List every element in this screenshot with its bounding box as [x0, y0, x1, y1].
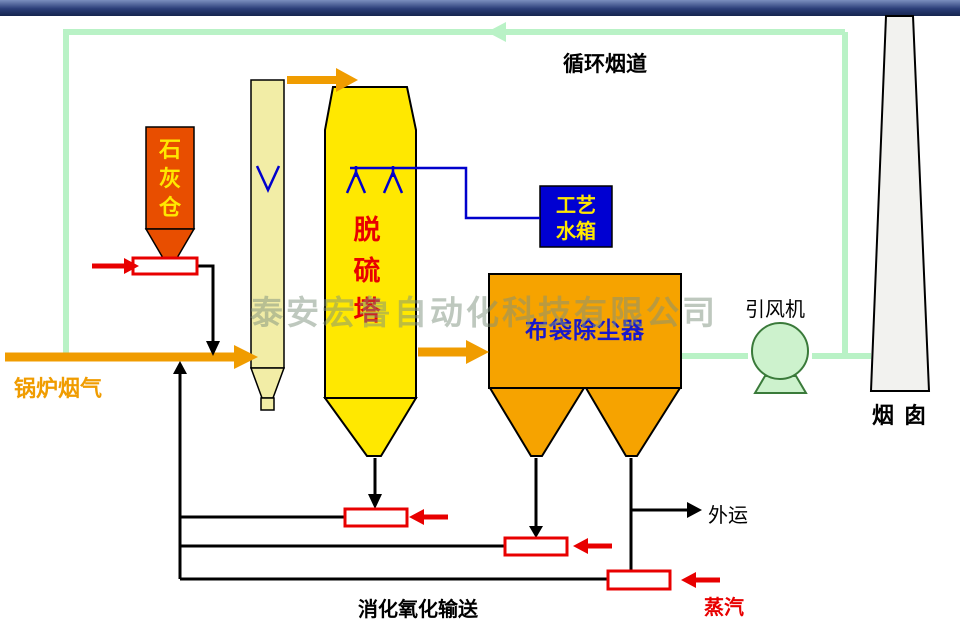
- silo-feeder-line: [197, 264, 215, 341]
- outbound-label: 外运: [708, 505, 748, 527]
- chimney-shape: [869, 15, 931, 392]
- tower-to-collector-arrow-icon: [466, 340, 489, 364]
- fan-circle: [751, 322, 809, 380]
- hopper1-drain-arrow-icon: [529, 526, 543, 538]
- tower-label: 脱硫塔: [353, 215, 381, 326]
- feeder-boxes: [131, 256, 672, 591]
- chimney-label: 烟 囱: [872, 403, 929, 428]
- red-arrows: [92, 258, 720, 588]
- hopper2-feeder-box: [606, 569, 672, 591]
- lime-silo-label: 石灰仓: [158, 137, 181, 221]
- steam-label: 蒸汽: [704, 597, 744, 619]
- feed1-arrow-icon: [409, 509, 424, 525]
- outbound-arrow-icon: [687, 502, 702, 518]
- riser-column-body: [250, 79, 285, 369]
- riser-column-funnel: [249, 367, 286, 399]
- circulating-flue-duct-lines: [63, 29, 871, 359]
- riser-column: [249, 79, 286, 411]
- top-title-bar: [0, 0, 960, 16]
- water-tank-shape: [539, 185, 613, 248]
- lime-silo-body: [145, 126, 195, 230]
- feed2-arrow-icon: [573, 538, 588, 554]
- flue-loop-top-left: [63, 29, 845, 356]
- spray-nozzle-icon-2: [382, 168, 404, 194]
- gas-flow: [5, 68, 489, 369]
- material-lines: [178, 264, 687, 581]
- tower-drain-arrow-icon: [368, 494, 382, 509]
- dust-collector-body: [488, 273, 682, 389]
- riser-to-tower-arrow-icon: [336, 68, 358, 92]
- steam-arrow-icon: [681, 572, 696, 588]
- hopper1-feeder-box: [503, 536, 569, 557]
- dust-collector-hopper-right: [584, 387, 682, 457]
- spray-nozzle-icon-1: [345, 168, 367, 194]
- silo-feed-down-arrow-icon: [206, 341, 220, 356]
- boiler-gas-label: 锅炉烟气: [14, 376, 103, 401]
- tank-to-tower-pipe: [350, 166, 540, 220]
- water-tank-label: 工艺水箱: [556, 195, 596, 243]
- conveying-label: 消化氧化输送: [358, 599, 478, 621]
- black-arrowheads: [173, 341, 702, 538]
- tower-feeder-box: [343, 507, 409, 528]
- riser-spray-v-icon: [255, 165, 281, 194]
- dust-collector-label: 布袋除尘器: [525, 317, 645, 343]
- fan-label: 引风机: [745, 299, 805, 321]
- flue-left-arrow-icon: [487, 22, 506, 42]
- tower-funnel: [323, 397, 418, 457]
- riser-column-stem: [260, 397, 275, 411]
- recycle-up-arrow-icon: [173, 361, 187, 374]
- dust-collector-hopper-left: [488, 387, 586, 457]
- boiler-gas-arrow-icon: [234, 345, 258, 369]
- water-piping: [255, 165, 540, 220]
- silo-feed-in-arrow-icon: [124, 258, 139, 274]
- silo-feeder-box: [131, 256, 199, 276]
- circulating-flue-label: 循环烟道: [563, 53, 647, 76]
- lime-silo-funnel: [144, 228, 196, 259]
